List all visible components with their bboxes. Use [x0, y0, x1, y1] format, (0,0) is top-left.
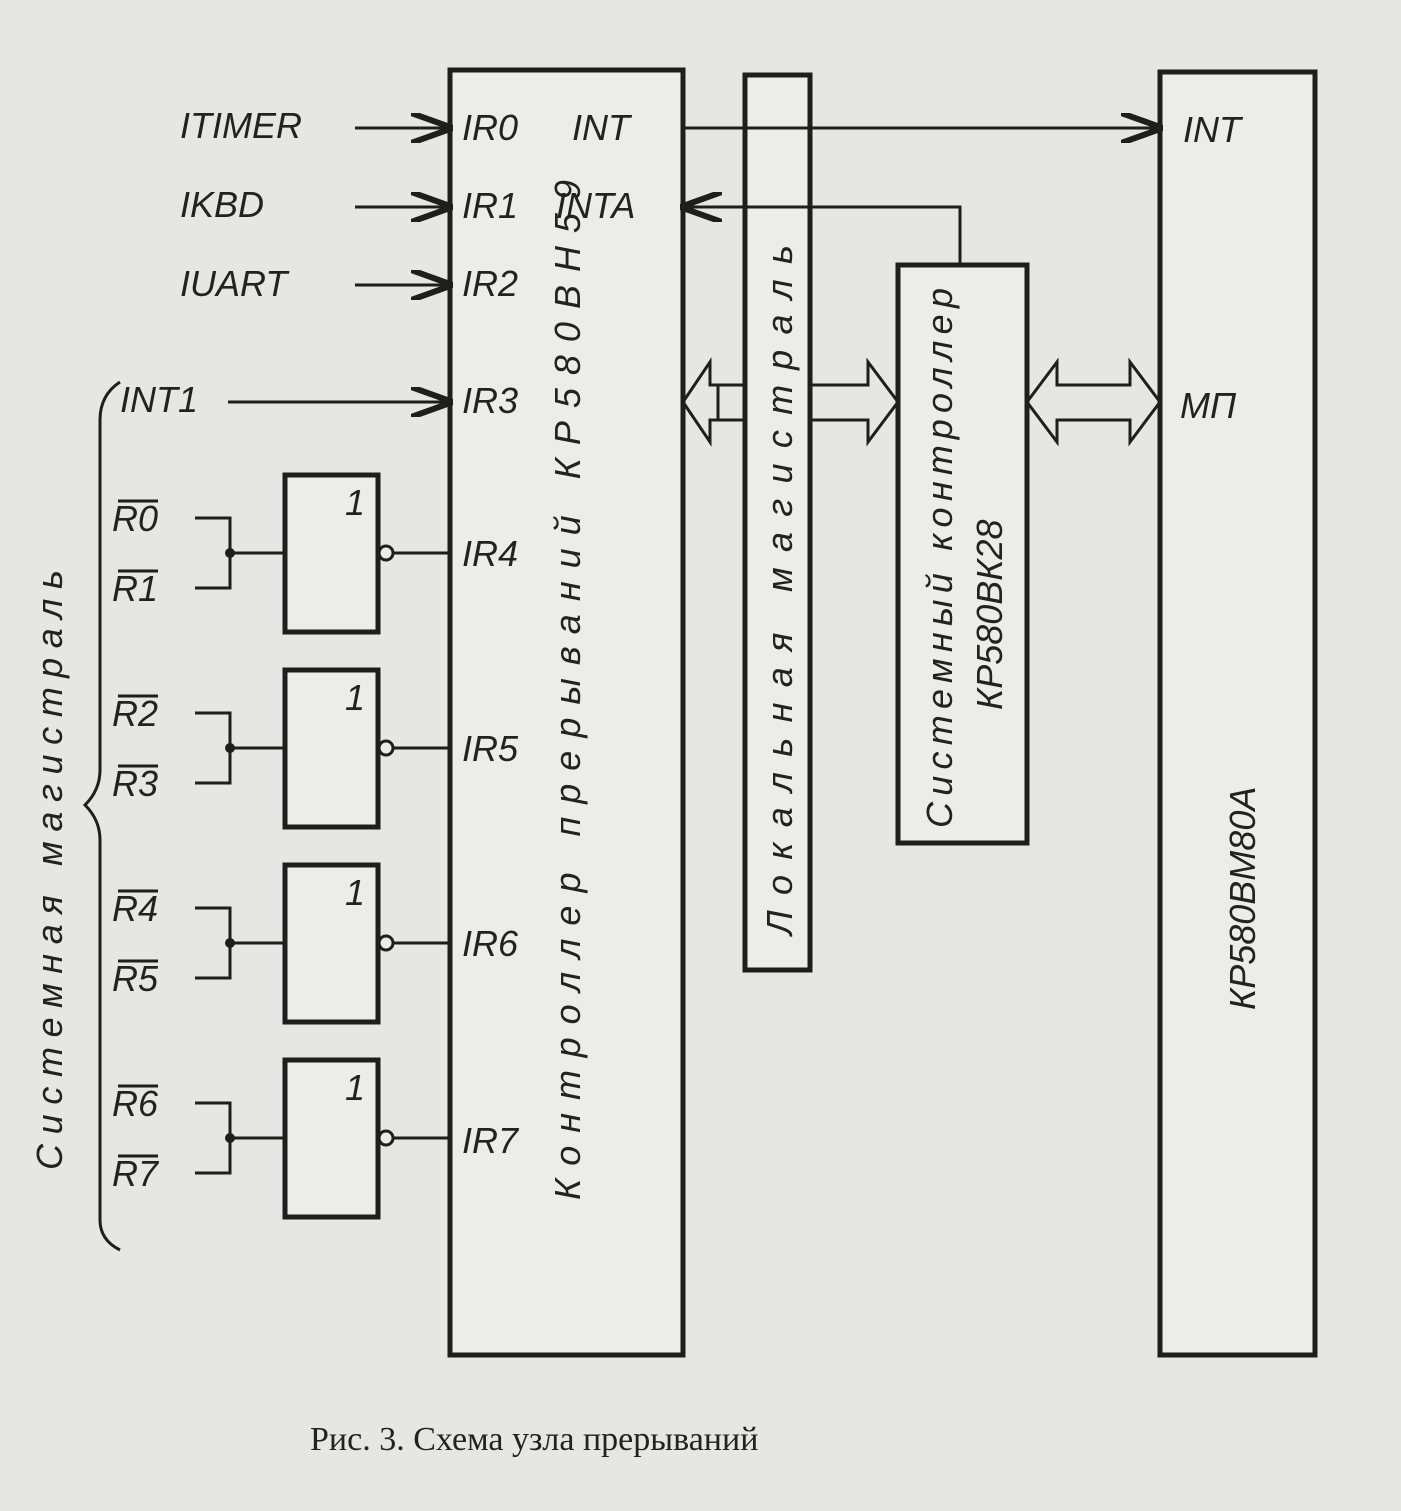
controller-cpu-arrow [1025, 357, 1162, 447]
bus-signal-label: R7 [112, 1153, 160, 1194]
gate-input-lines [195, 711, 232, 785]
gate-input-lines [195, 1101, 232, 1175]
pin-ir0: IR0 [462, 107, 518, 148]
bus-controller-arrow [810, 357, 900, 447]
pin-ir6: IR6 [462, 923, 519, 964]
system-bus-label: Системная магистраль [29, 570, 70, 1170]
bus-signal-label: R5 [112, 958, 159, 999]
itimer-label: ITIMER [180, 105, 302, 146]
bus-signal-label: R2 [112, 693, 158, 734]
pic-pins: IR0 IR1 IR2 IR3 IR4 IR5 IR6 IR7 [462, 107, 520, 1161]
inverter-bubble [377, 544, 395, 562]
pin-int: INT [572, 107, 633, 148]
system-bus-brace [82, 380, 121, 1252]
pic-name: Контроллер прерываний КР580ВН59 [547, 180, 588, 1200]
pin-ir1: IR1 [462, 185, 518, 226]
pin-ir5: IR5 [462, 728, 519, 769]
inverter-bubble [377, 739, 395, 757]
nor-gate [282, 472, 381, 635]
bus-signal-label: R6 [112, 1083, 159, 1124]
system-controller-box [895, 262, 1030, 846]
pin-ir2: IR2 [462, 263, 518, 304]
gate-label: 1 [345, 482, 365, 523]
gate-input-lines [195, 516, 232, 590]
pic-box [447, 67, 686, 1358]
gate-label: 1 [345, 1067, 365, 1108]
local-bus-label: Локальная магистраль [759, 245, 800, 937]
inta-line [683, 207, 962, 265]
cpu-mp-label: МП [1180, 385, 1237, 426]
inverter-bubble [377, 1129, 395, 1147]
inverter-bubble [377, 934, 395, 952]
system-controller-model: КР580ВК28 [969, 519, 1010, 710]
bus-signal-label: R0 [112, 498, 158, 539]
local-bus-box [742, 72, 813, 973]
pic-bus-arrow [681, 357, 745, 447]
cpu-box [1157, 69, 1318, 1358]
ikbd-label: IKBD [180, 184, 264, 225]
bus-signal-label: R4 [112, 888, 158, 929]
gate-input-lines [195, 906, 232, 980]
pin-ir4: IR4 [462, 533, 518, 574]
int1-label: INT1 [120, 379, 198, 420]
junction-dot [225, 548, 235, 558]
pin-ir7: IR7 [462, 1120, 520, 1161]
junction-dot [225, 743, 235, 753]
system-controller-name: Системный контроллер [919, 288, 960, 828]
junction-dot [225, 938, 235, 948]
gate-label: 1 [345, 872, 365, 913]
pin-inta: INTA [556, 185, 635, 226]
bus-arrows [681, 357, 1162, 447]
bus-signal-label: R1 [112, 568, 158, 609]
bus-signal-label: R3 [112, 763, 158, 804]
nor-gate [282, 1057, 381, 1220]
cpu-int-label: INT [1183, 109, 1244, 150]
pin-ir3: IR3 [462, 380, 518, 421]
cpu-name: КР580ВМ80А [1222, 787, 1263, 1010]
gate-label: 1 [345, 677, 365, 718]
junction-dot [225, 1133, 235, 1143]
iuart-label: IUART [180, 263, 290, 304]
figure-caption: Рис. 3. Схема узла прерываний [310, 1421, 758, 1458]
